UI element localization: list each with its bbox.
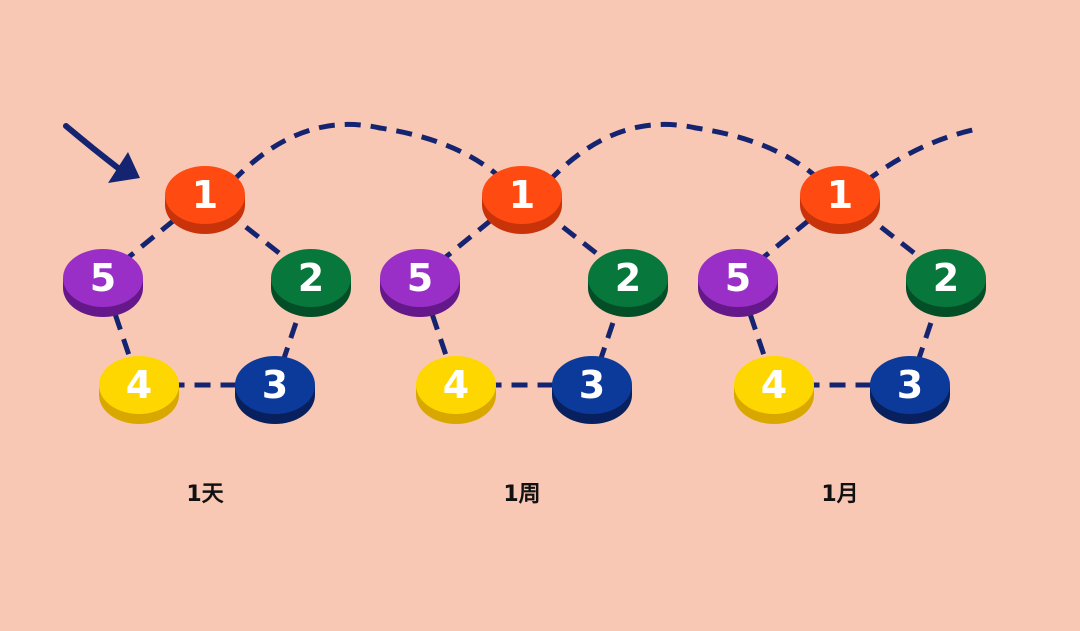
node-label: 4 xyxy=(126,363,152,407)
node-1: 1 xyxy=(165,166,245,234)
node-3: 3 xyxy=(552,356,632,424)
node-label: 4 xyxy=(761,363,787,407)
node-2: 2 xyxy=(906,249,986,317)
node-label: 2 xyxy=(933,256,959,300)
cycle-1: 1 2 3 4 5 1天 xyxy=(63,166,351,507)
node-3: 3 xyxy=(870,356,950,424)
node-2: 2 xyxy=(271,249,351,317)
node-label: 5 xyxy=(725,256,751,300)
node-label: 2 xyxy=(298,256,324,300)
node-label: 5 xyxy=(90,256,116,300)
cycle-3: 1 2 3 4 5 1月 xyxy=(698,166,986,507)
node-label: 1 xyxy=(827,173,853,217)
node-1: 1 xyxy=(800,166,880,234)
connector-paths xyxy=(230,121,983,184)
node-5: 5 xyxy=(63,249,143,317)
node-5: 5 xyxy=(380,249,460,317)
cycle-2: 1 2 3 4 5 1周 xyxy=(380,166,668,507)
node-1: 1 xyxy=(482,166,562,234)
node-4: 4 xyxy=(99,356,179,424)
node-label: 3 xyxy=(897,363,923,407)
cycle-caption: 1周 xyxy=(503,482,540,507)
entry-arrow-icon xyxy=(63,123,140,183)
node-label: 5 xyxy=(407,256,433,300)
node-4: 4 xyxy=(734,356,814,424)
node-label: 1 xyxy=(509,173,535,217)
node-label: 2 xyxy=(615,256,641,300)
node-2: 2 xyxy=(588,249,668,317)
node-4: 4 xyxy=(416,356,496,424)
cycle-caption: 1月 xyxy=(821,482,858,507)
node-label: 4 xyxy=(443,363,469,407)
node-3: 3 xyxy=(235,356,315,424)
node-label: 1 xyxy=(192,173,218,217)
node-label: 3 xyxy=(579,363,605,407)
node-label: 3 xyxy=(262,363,288,407)
node-5: 5 xyxy=(698,249,778,317)
cycle-caption: 1天 xyxy=(186,482,224,507)
